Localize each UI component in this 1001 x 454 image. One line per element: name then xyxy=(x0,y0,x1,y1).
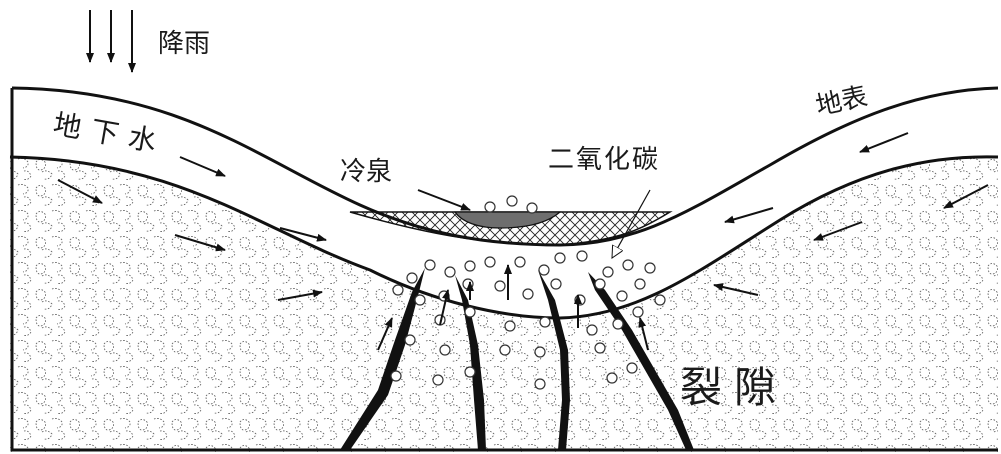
fracture-3 xyxy=(538,270,570,450)
bubble xyxy=(632,306,644,318)
bubble xyxy=(392,284,404,296)
bubble xyxy=(574,294,586,306)
flow-arrow xyxy=(943,184,989,209)
flow-arrow xyxy=(174,234,226,252)
co2-bubbles xyxy=(390,195,666,390)
bubble xyxy=(494,280,506,292)
bubble xyxy=(506,195,518,207)
bubble xyxy=(432,374,444,386)
flow-arrow xyxy=(179,156,226,177)
bubble xyxy=(594,278,606,290)
cold-spring-leader xyxy=(417,189,471,211)
flow-arrow xyxy=(813,221,863,241)
flow-arrows xyxy=(57,132,989,301)
flow-arrow xyxy=(279,227,327,242)
bubble xyxy=(424,259,436,271)
up-arrow xyxy=(377,317,393,351)
bubble xyxy=(444,266,456,278)
bubble xyxy=(539,316,551,328)
co2-leader xyxy=(612,189,651,258)
bubble xyxy=(499,344,511,356)
bubble xyxy=(622,259,634,271)
bubble xyxy=(504,320,516,332)
bubble xyxy=(514,256,526,268)
bubble xyxy=(464,260,476,272)
bubble xyxy=(464,366,476,378)
bubble xyxy=(626,362,638,374)
bubble xyxy=(586,324,598,336)
surface-line xyxy=(11,86,999,247)
bubble xyxy=(606,372,618,384)
bubble xyxy=(654,294,666,306)
cold-spring-pool xyxy=(453,211,562,229)
bubble xyxy=(522,288,534,300)
fractures xyxy=(340,268,694,450)
rain-arrows xyxy=(86,10,136,73)
flow-arrow xyxy=(859,132,909,153)
bubble xyxy=(404,334,416,346)
bedrock xyxy=(10,156,998,452)
bubble xyxy=(554,252,566,264)
fracture-4 xyxy=(588,272,694,450)
bubble xyxy=(644,262,656,274)
fracture-label: 裂隙 xyxy=(680,363,788,412)
upward-arrows xyxy=(377,264,649,351)
bubble xyxy=(634,278,646,290)
bubble xyxy=(534,346,546,358)
bubble xyxy=(534,378,546,390)
bubble xyxy=(576,250,588,262)
surface-label: 地表 xyxy=(813,82,870,122)
up-arrow xyxy=(439,289,450,326)
bubble xyxy=(464,306,476,318)
bubble xyxy=(550,278,562,290)
bubble xyxy=(414,294,426,306)
flow-arrow xyxy=(724,207,774,224)
bubble xyxy=(538,264,550,276)
bubble xyxy=(602,266,614,278)
bubble xyxy=(616,290,628,302)
bubble xyxy=(484,256,496,268)
flow-arrow xyxy=(57,179,103,204)
bubble xyxy=(390,370,402,382)
frame-outline xyxy=(10,88,998,452)
bubble xyxy=(594,342,606,354)
bubble xyxy=(439,344,451,356)
bubble xyxy=(462,278,474,290)
cold-spring-label: 冷泉 xyxy=(340,157,392,187)
rain-label: 降雨 xyxy=(158,29,210,59)
flow-arrow xyxy=(277,289,323,301)
bubble xyxy=(526,202,538,214)
bubble xyxy=(484,201,496,213)
fracture-1 xyxy=(340,268,425,450)
fracture-2 xyxy=(455,275,486,450)
bubble xyxy=(612,318,624,330)
co2-label: 二氧化碳 xyxy=(548,145,660,175)
up-arrow xyxy=(638,317,649,351)
flow-arrow xyxy=(713,283,759,296)
bubble xyxy=(406,272,418,284)
